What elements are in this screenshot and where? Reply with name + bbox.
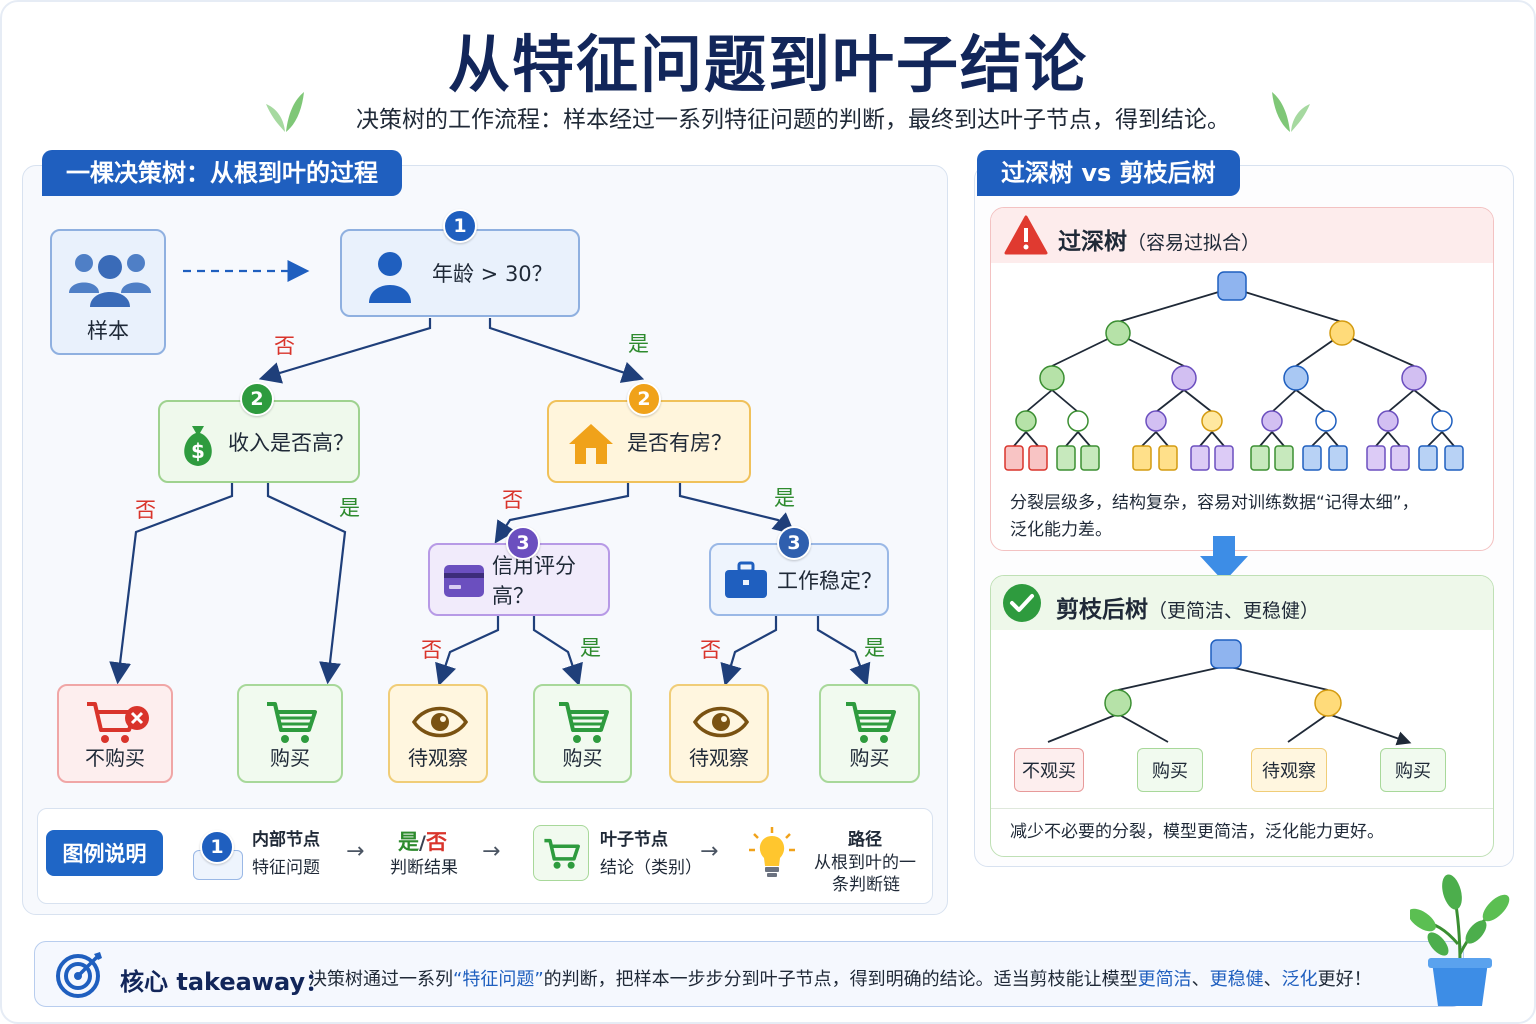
pruned-leaf: 购买: [1137, 748, 1203, 792]
leaf-label: 购买: [849, 746, 890, 770]
income-badge: 2: [240, 382, 274, 416]
leaf-watch: 待观察: [669, 684, 769, 783]
left-panel-title: 一棵决策树：从根到叶的过程: [42, 150, 402, 196]
cart-icon: [544, 838, 580, 869]
house-label: 是否有房？: [627, 430, 732, 455]
eye-icon: [693, 706, 749, 738]
down-arrow-icon: [1200, 536, 1248, 582]
credit-card-icon: [444, 565, 484, 597]
leaf-label: 待观察: [689, 746, 749, 770]
people-icon: [69, 254, 151, 307]
job-node: 工作稳定？: [709, 543, 889, 616]
leaf-label: 不购买: [85, 746, 145, 770]
cart-icon: [267, 702, 317, 743]
eye-icon: [412, 706, 468, 738]
no-label: 否: [135, 498, 156, 522]
legend-path-sub2: 条判断链: [832, 875, 900, 895]
deep-tree-desc-1: 分裂层级多，结构复杂，容易对训练数据“记得太细”，: [1010, 493, 1419, 513]
leaf-label: 待观察: [408, 746, 468, 770]
right-panel-title: 过深树 vs 剪枝后树: [977, 150, 1240, 196]
job-label: 工作稳定？: [777, 568, 882, 593]
yes-label: 是: [580, 636, 601, 660]
arrow-icon: →: [346, 839, 365, 864]
leaf-buy: 购买: [533, 684, 632, 783]
briefcase-icon: [725, 561, 767, 598]
leaf-label: 购买: [562, 746, 603, 770]
money-bag-icon: $: [184, 426, 212, 466]
legend-path-sub1: 从根到叶的一: [814, 853, 916, 873]
target-icon: [56, 952, 102, 998]
svg-text:$: $: [191, 439, 205, 463]
deep-tree-desc-2: 泛化能力差。: [1010, 520, 1112, 540]
yes-label: 是: [339, 496, 360, 520]
deep-tree-title: 过深树（容易过拟合）: [1058, 229, 1261, 255]
pruned-tree-diagram: [1047, 639, 1494, 752]
credit-badge: 3: [506, 526, 540, 560]
pruned-leaf: 购买: [1380, 748, 1446, 792]
legend: [37, 808, 933, 904]
yes-label: 是: [628, 332, 649, 356]
no-label: 否: [421, 638, 442, 662]
credit-label: 信用评分高？: [492, 553, 576, 608]
subtitle: 决策树的工作流程：样本经过一系列特征问题的判断，最终到达叶子节点，得到结论。: [356, 107, 1230, 133]
leaf-icon: [1272, 92, 1310, 132]
arrow-icon: →: [700, 839, 719, 864]
pruned-tree-desc: 减少不必要的分裂，模型更简洁，泛化能力更好。: [1010, 822, 1384, 842]
leaf-no-buy: 不购买: [57, 684, 173, 783]
leaf-icon: [266, 92, 304, 132]
house-badge: 2: [627, 382, 661, 416]
legend-leaf-swatch: [533, 825, 589, 881]
job-badge: 3: [777, 526, 811, 560]
pruned-tree-box: [990, 575, 1494, 857]
house-icon: [569, 424, 613, 464]
income-label: 收入是否高？: [228, 430, 354, 455]
no-label: 否: [502, 488, 523, 512]
yes-label: 是: [774, 486, 795, 510]
yes-label: 是: [864, 636, 885, 660]
arrow-icon: →: [482, 839, 501, 864]
takeaway-text: 决策树通过一系列“特征问题”的判断，把样本一步步分到叶子节点，得到明确的结论。适…: [309, 969, 1372, 990]
sample-label: 样本: [87, 319, 129, 343]
person-icon: [369, 252, 411, 303]
takeaway-label: 核心 takeaway：: [120, 968, 330, 996]
legend-yesno: 是/否: [398, 830, 447, 854]
pruned-tree-title: 剪枝后树（更简洁、更稳健）: [1056, 597, 1320, 623]
no-label: 否: [700, 638, 721, 662]
check-icon: [1003, 584, 1041, 622]
cart-icon: [846, 702, 896, 743]
legend-leaf-sub: 结论（类别）: [600, 858, 702, 878]
takeaway-bar: [34, 941, 1464, 1007]
legend-leaf-title: 叶子节点: [600, 830, 668, 850]
legend-internal-title: 内部节点: [252, 830, 320, 850]
leaf-buy: 购买: [819, 684, 920, 783]
legend-internal-sub: 特征问题: [252, 858, 320, 878]
warning-icon: [1004, 215, 1048, 255]
plant-icon: [1410, 874, 1510, 1006]
pruned-leaf: 不观买: [1014, 748, 1084, 792]
root-label: 年龄 > 30？: [432, 262, 553, 286]
leaf-buy: 购买: [237, 684, 343, 783]
leaf-watch: 待观察: [388, 684, 488, 783]
legend-title: 图例说明: [46, 830, 163, 876]
pruned-leaf: 待观察: [1251, 748, 1327, 792]
legend-path-title: 路径: [848, 830, 882, 850]
sample-node: 样本: [50, 229, 166, 355]
deep-tree-box: [990, 207, 1494, 551]
no-label: 否: [274, 334, 295, 358]
cart-icon: [559, 702, 609, 743]
deep-tree-diagram: [1004, 271, 1464, 471]
root-badge: 1: [443, 209, 477, 243]
legend-yesno-sub: 判断结果: [390, 858, 458, 878]
leaf-label: 购买: [270, 746, 310, 770]
cart-x-icon: [87, 702, 149, 743]
legend-badge: 1: [200, 830, 234, 864]
lightbulb-icon: [749, 827, 795, 877]
divider: [991, 808, 1493, 809]
page-title: 从特征问题到叶子结论: [447, 28, 1088, 101]
root-node: 年龄 > 30？: [340, 229, 580, 317]
